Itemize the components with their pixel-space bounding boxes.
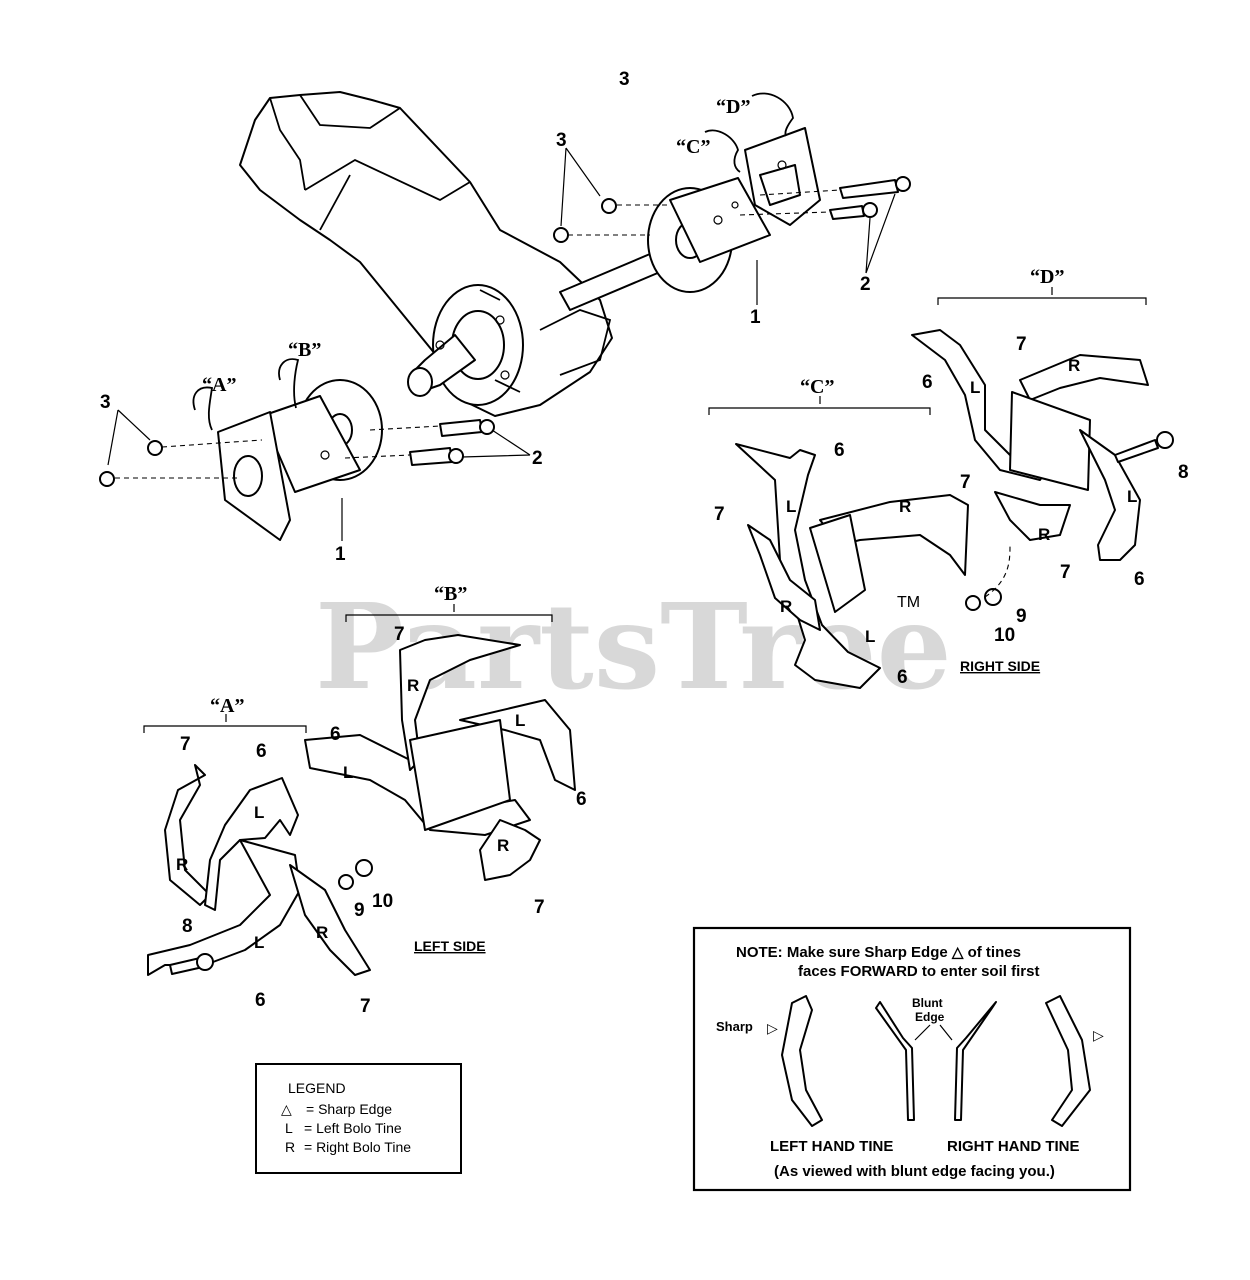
svg-text:R: R	[1038, 525, 1050, 544]
label-d: “D”	[1030, 266, 1064, 288]
left-hub-assembly	[99, 379, 495, 541]
left-hand-tine-front	[781, 995, 823, 1127]
note-caption: (As viewed with blunt edge facing you.)	[774, 1163, 1055, 1180]
label-b-top: “B”	[288, 339, 321, 361]
callout-7: 7	[1060, 562, 1071, 583]
page-number: 3	[619, 69, 630, 90]
label-d-top: “D”	[716, 96, 750, 118]
label-c-top: “C”	[676, 136, 710, 158]
label-a-top: “A”	[202, 374, 236, 396]
blunt-edge-label: Blunt	[912, 996, 943, 1010]
right-hand-tine-front	[1045, 995, 1091, 1127]
legend-box: LEGEND △ = Sharp Edge L = Left Bolo Tine…	[255, 1063, 462, 1174]
blunt-edge-label-2: Edge	[915, 1010, 945, 1024]
legend-right-symbol: R	[285, 1139, 295, 1155]
svg-text:R: R	[1068, 356, 1080, 375]
right-hand-tine-label: RIGHT HAND TINE	[947, 1138, 1080, 1155]
callout-7: 7	[960, 472, 971, 493]
watermark-tm: TM	[897, 594, 920, 611]
right-hand-tine-side	[954, 1001, 997, 1121]
svg-text:L: L	[970, 378, 980, 397]
svg-text:L: L	[865, 627, 875, 646]
svg-text:R: R	[497, 836, 509, 855]
callout-9: 9	[354, 900, 365, 921]
label-a: “A”	[210, 695, 244, 717]
svg-text:R: R	[780, 597, 792, 616]
callout-7: 7	[534, 897, 545, 918]
transmission-housing	[239, 91, 661, 417]
group-brackets	[143, 287, 1147, 733]
svg-text:R: R	[407, 676, 419, 695]
svg-text:L: L	[254, 933, 264, 952]
legend-sharp-text: = Sharp Edge	[306, 1101, 392, 1117]
svg-text:L: L	[515, 711, 525, 730]
callout-3: 3	[100, 392, 111, 413]
callout-2: 2	[532, 448, 543, 469]
callout-8: 8	[1178, 462, 1189, 483]
callout-6: 6	[1134, 569, 1145, 590]
note-line-2: faces FORWARD to enter soil first	[798, 963, 1039, 980]
legend-left-text: = Left Bolo Tine	[304, 1120, 402, 1136]
svg-text:R: R	[899, 497, 911, 516]
left-hand-tine-side	[875, 1001, 915, 1121]
label-c: “C”	[800, 376, 834, 398]
callout-7: 7	[180, 734, 191, 755]
callout-6: 6	[330, 724, 341, 745]
callout-6: 6	[834, 440, 845, 461]
left-side-label: LEFT SIDE	[414, 938, 486, 954]
assembly-arrows	[192, 92, 794, 431]
note-line-1: NOTE: Make sure Sharp Edge △ of tines	[736, 944, 1021, 961]
legend-left-symbol: L	[285, 1120, 293, 1136]
hardware-bolts-nuts	[169, 431, 1174, 975]
callout-7: 7	[360, 996, 371, 1017]
callout-6: 6	[922, 372, 933, 393]
callout-2: 2	[860, 274, 871, 295]
callout-7: 7	[1016, 334, 1027, 355]
callout-6: 6	[255, 990, 266, 1011]
note-box: NOTE: Make sure Sharp Edge △ of tines fa…	[692, 926, 1132, 1192]
right-hub-assembly	[553, 127, 911, 293]
tine-set-c	[735, 443, 969, 689]
callout-10: 10	[994, 625, 1015, 646]
legend-sharp-symbol: △	[281, 1101, 292, 1117]
callout-6: 6	[576, 789, 587, 810]
legend-title: LEGEND	[288, 1080, 346, 1096]
tine-hand-marks: L R R L L R R L R L L R L R L R	[176, 356, 1137, 952]
callout-6: 6	[897, 667, 908, 688]
svg-text:L: L	[786, 497, 796, 516]
callout-7: 7	[394, 624, 405, 645]
callout-7: 7	[714, 504, 725, 525]
sharp-edge-label: Sharp	[716, 1019, 753, 1034]
label-b: “B”	[434, 583, 467, 605]
callout-leaders	[107, 147, 896, 541]
svg-text:R: R	[316, 923, 328, 942]
svg-text:▷: ▷	[1093, 1027, 1104, 1043]
svg-text:L: L	[254, 803, 264, 822]
right-side-label: RIGHT SIDE	[960, 658, 1040, 674]
svg-text:R: R	[176, 855, 188, 874]
callout-1: 1	[335, 544, 346, 565]
svg-text:L: L	[1127, 487, 1137, 506]
tine-set-d	[911, 329, 1149, 561]
callout-1: 1	[750, 307, 761, 328]
callout-10: 10	[372, 891, 393, 912]
svg-text:L: L	[343, 763, 353, 782]
callout-8: 8	[182, 916, 193, 937]
legend-right-text: = Right Bolo Tine	[304, 1139, 411, 1155]
svg-text:▷: ▷	[767, 1020, 778, 1036]
tine-set-a	[147, 764, 371, 976]
tine-set-b	[304, 634, 576, 881]
callout-9: 9	[1016, 606, 1027, 627]
left-hand-tine-label: LEFT HAND TINE	[770, 1138, 893, 1155]
callout-6: 6	[256, 741, 267, 762]
callout-3: 3	[556, 130, 567, 151]
